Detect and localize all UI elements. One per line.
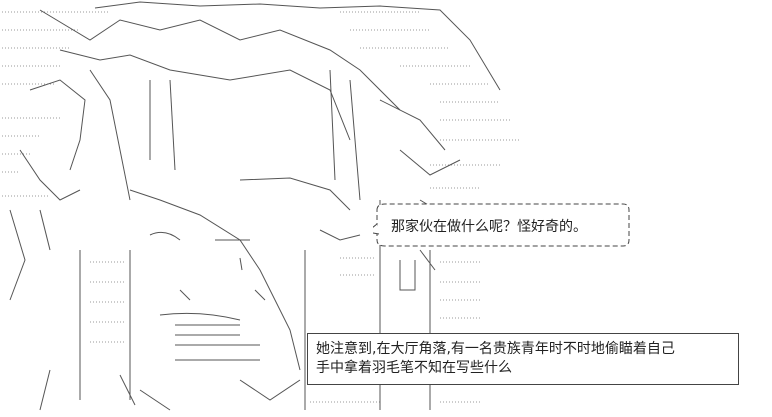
face-outline — [129, 189, 301, 371]
dot-hatching-left — [2, 11, 110, 197]
speech-bubble-outline — [373, 203, 630, 247]
mouth — [179, 289, 266, 301]
eye-left — [149, 231, 181, 241]
narration-line-1: 她注意到,在大厅角落,有一名贵族青年时不时地偷瞄着自己 — [316, 341, 675, 357]
speech-bubble: 那家伙在做什么呢？怪好奇的。 — [373, 202, 631, 247]
hair-outline — [94, 1, 501, 91]
narration-box: 她注意到,在大厅角落,有一名贵族青年时不时地偷瞄着自己 手中拿着羽毛笔不知在写些… — [307, 333, 739, 385]
speech-bubble-text: 那家伙在做什么呢？怪好奇的。 — [391, 219, 587, 235]
narration-line-2: 手中拿着羽毛笔不知在写些什么 — [316, 360, 512, 376]
dot-hatching-right — [90, 11, 520, 403]
